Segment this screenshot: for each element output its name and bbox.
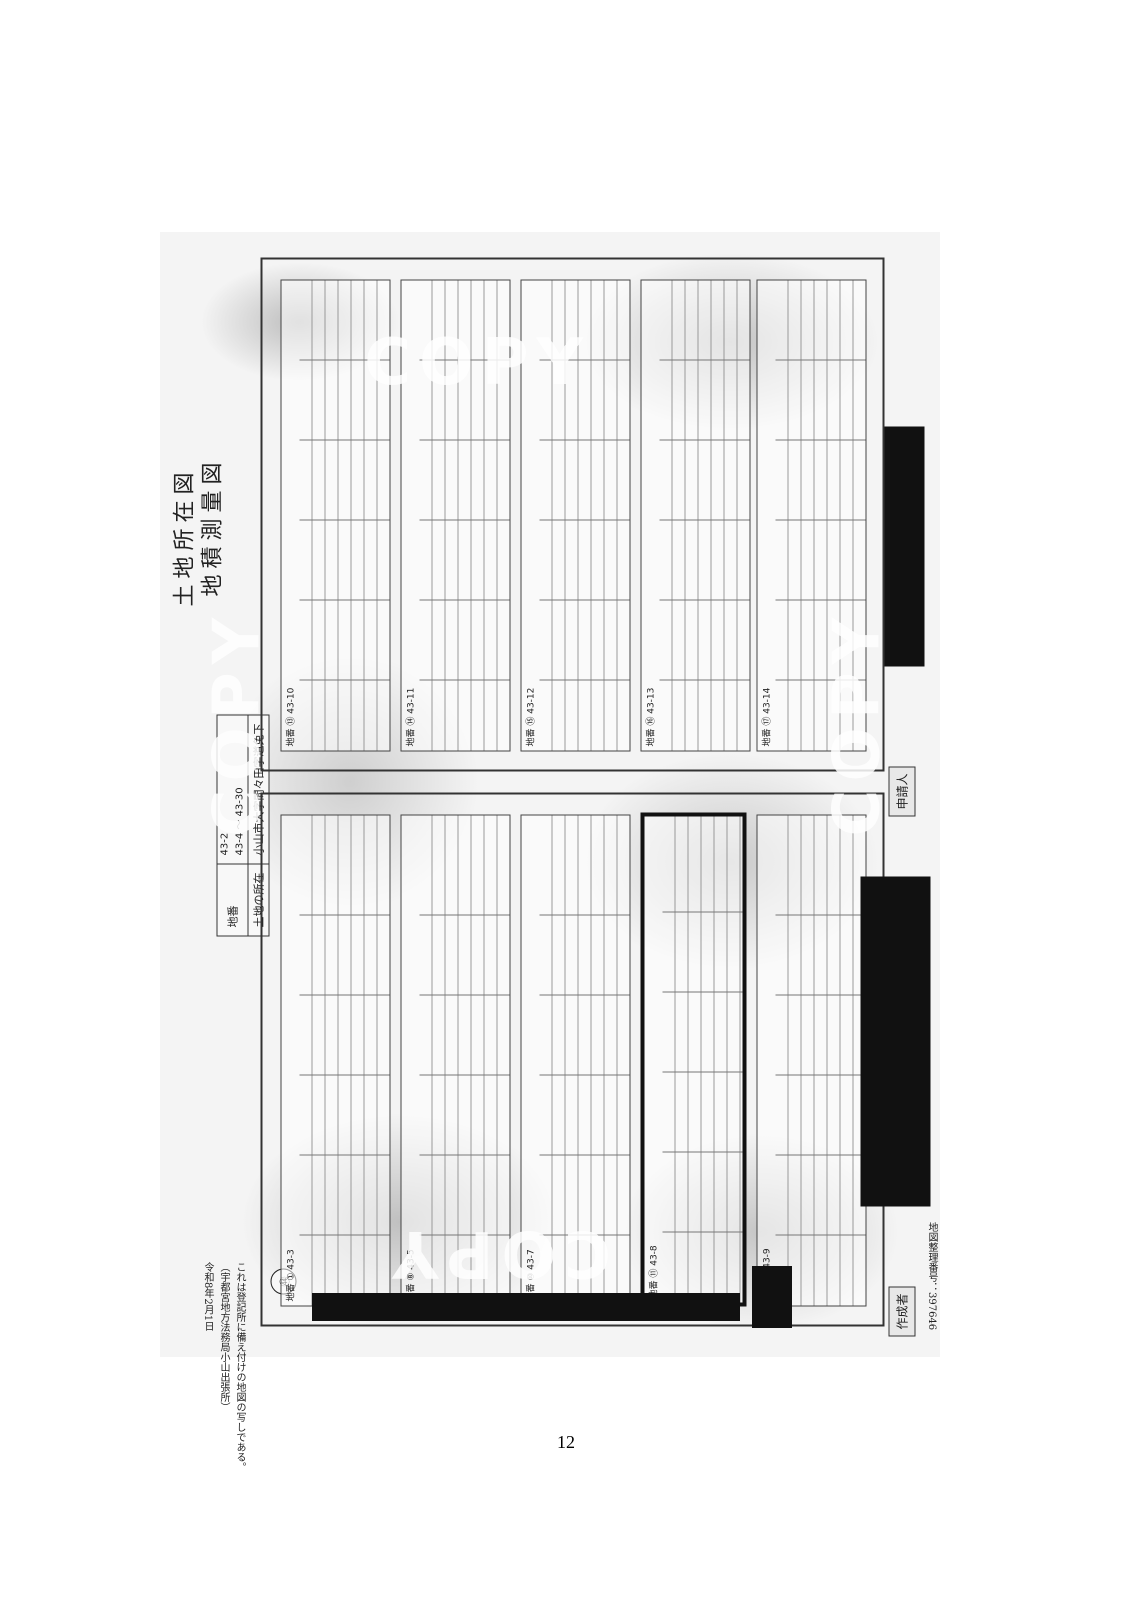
block-label: 地番 ⑬ 43-10 (286, 687, 297, 747)
column-divider (419, 994, 510, 996)
column-divider (659, 599, 750, 601)
column-divider (299, 994, 390, 996)
column-divider (299, 679, 390, 681)
column-divider (419, 914, 510, 916)
highlighted-survey-block: 地番 ⑪ 43-8 (640, 812, 747, 1307)
column-divider (775, 519, 866, 521)
column-divider (419, 439, 510, 441)
column-divider (419, 519, 510, 521)
column-divider (299, 1234, 390, 1236)
column-divider (539, 914, 630, 916)
column-divider (539, 599, 630, 601)
author-stamp: 作成者 (888, 1286, 916, 1337)
column-divider (662, 911, 743, 913)
copy-watermark: COPY (384, 1216, 611, 1291)
block-label: 地番 ⑪ 43-8 (649, 1245, 660, 1299)
column-divider (662, 1071, 743, 1073)
column-divider (775, 1074, 866, 1076)
column-divider (659, 439, 750, 441)
column-divider (299, 519, 390, 521)
block-label: 地番 ⑰ 43-14 (762, 687, 773, 747)
column-divider (662, 991, 743, 993)
redaction-bar (752, 1266, 792, 1328)
page-number: 12 (557, 1432, 575, 1452)
copy-watermark: COPY (200, 609, 275, 837)
column-divider (539, 439, 630, 441)
map-number-note: 地図整理番号：397646 (926, 1222, 937, 1331)
column-divider (775, 1234, 866, 1236)
column-divider (539, 519, 630, 521)
block-label: 地番 ⑮ 43-12 (526, 687, 537, 747)
column-divider (419, 679, 510, 681)
scanned-survey-sheet: 土地所在図 地積測量図 地番 43-2 43-4 ～ 43-30 土地の所在 小… (160, 232, 940, 1357)
column-divider (299, 439, 390, 441)
redaction-bar (312, 1293, 740, 1321)
column-divider (299, 599, 390, 601)
block-label: 地番 ① 43-3 (286, 1249, 297, 1302)
column-divider (775, 1154, 866, 1156)
column-divider (775, 359, 866, 361)
copy-watermark: COPY (364, 326, 591, 401)
block-grid (299, 815, 390, 1306)
survey-block: 地番 ① 43-3 (280, 814, 391, 1307)
block-grid (775, 815, 866, 1306)
survey-block: 地番 ⑯ 43-13 (640, 279, 751, 752)
office-note: （宇都宮地方法務局小山出張所） (218, 1262, 229, 1412)
column-divider (419, 599, 510, 601)
column-divider (659, 359, 750, 361)
copy-watermark: COPY (820, 609, 895, 837)
column-divider (299, 1074, 390, 1076)
certification-note: これは登記所に備え付けの地図の写しである。 (234, 1262, 245, 1472)
survey-block: 地番 ⑫ 43-9 (756, 814, 867, 1307)
column-divider (539, 1154, 630, 1156)
column-divider (539, 1074, 630, 1076)
column-divider (539, 994, 630, 996)
rotated-survey-table: 土地所在図 地積測量図 地番 43-2 43-4 ～ 43-30 土地の所在 小… (161, 232, 941, 1357)
column-divider (775, 914, 866, 916)
block-label: 地番 ⑭ 43-11 (406, 687, 417, 747)
date-note: 令和8年2月1日 (202, 1262, 213, 1332)
column-divider (775, 599, 866, 601)
column-divider (659, 679, 750, 681)
column-divider (299, 1154, 390, 1156)
block-grid (662, 816, 743, 1303)
block-label: 地番 ⑯ 43-13 (646, 687, 657, 747)
column-divider (775, 439, 866, 441)
column-divider (659, 519, 750, 521)
column-divider (419, 1074, 510, 1076)
column-divider (419, 1154, 510, 1156)
chiban-label: 地番 (217, 864, 248, 936)
title-survey-map: 地積測量図 (200, 456, 226, 597)
redaction-bar (860, 876, 931, 1207)
column-divider (775, 994, 866, 996)
column-divider (662, 1231, 743, 1233)
column-divider (299, 914, 390, 916)
column-divider (662, 1151, 743, 1153)
column-divider (539, 679, 630, 681)
